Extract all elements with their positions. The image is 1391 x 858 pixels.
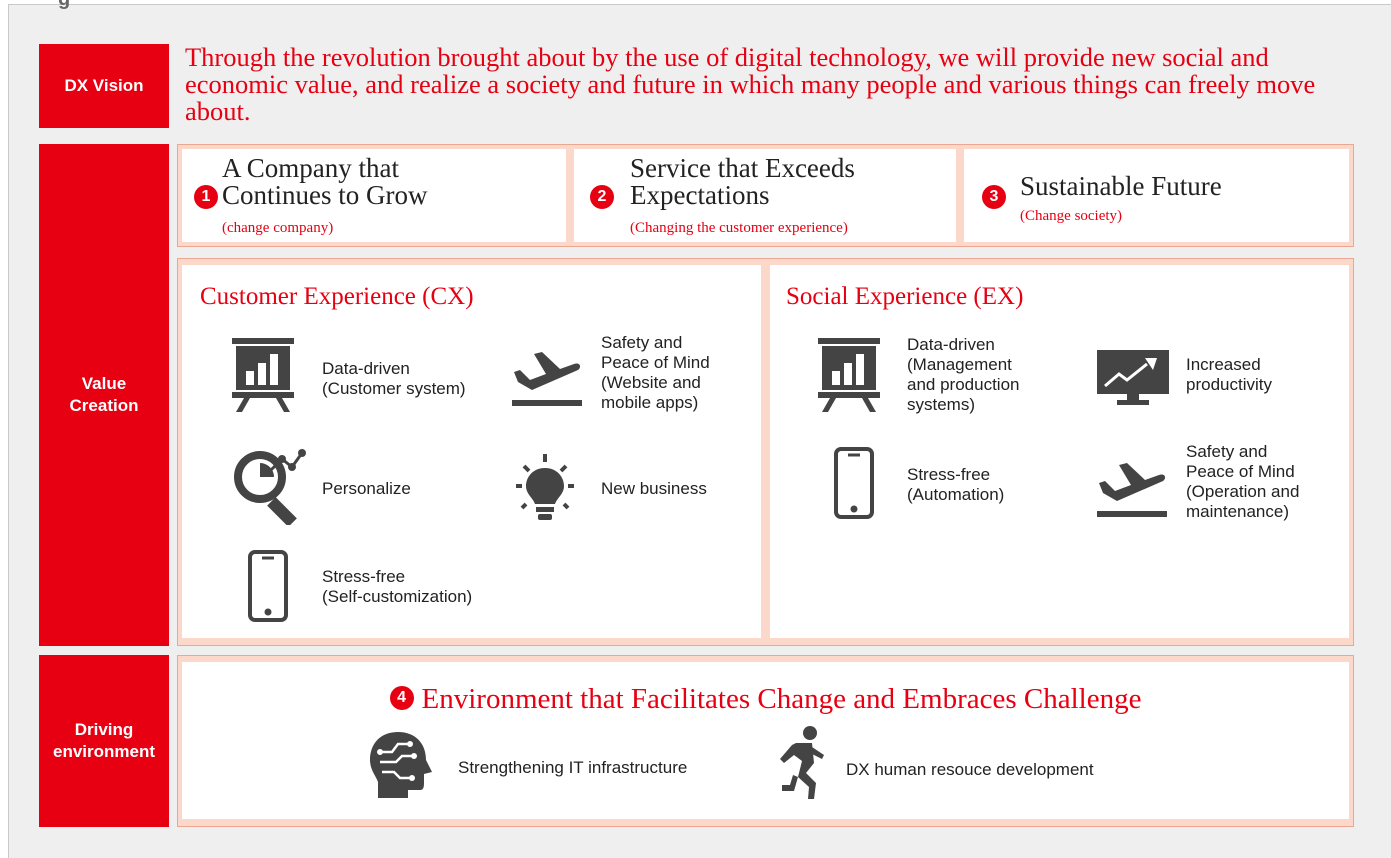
cx-item-label: New business (601, 479, 707, 498)
value-creation-label: Value Creation (39, 144, 169, 646)
smartphone-icon (248, 550, 288, 622)
presentation-chart-icon (818, 338, 880, 412)
cropped-heading: g (58, 0, 70, 11)
cx-item-label: Stress-free (Self-customization) (322, 567, 473, 606)
goal-title: Sustainable Future (1020, 171, 1222, 201)
presentation-chart-icon (232, 338, 294, 412)
airplane-takeoff-icon (512, 352, 582, 406)
ex-card: Social Experience (EX) Data-driven (Mana… (770, 265, 1349, 638)
goal-number-badge: 1 (194, 185, 218, 209)
environment-title: 4 Environment that Facilitates Change and… (177, 683, 1354, 716)
smartphone-icon (834, 447, 874, 519)
cx-item-label: Data-driven (Customer system) (322, 359, 466, 398)
dx-vision-label: DX Vision (39, 44, 169, 128)
goal-card-2: Service that Exceeds Expectations 2 (Cha… (574, 149, 956, 242)
monitor-trend-icon (1097, 350, 1169, 405)
goal-card-3: Sustainable Future 3 (Change society) (964, 149, 1349, 242)
goal-subtitle: (change company) (222, 220, 334, 236)
goal-number-badge: 3 (982, 185, 1006, 209)
ex-item-label: Data-driven (Management and production s… (907, 335, 1020, 414)
goal-number-badge: 2 (590, 185, 614, 209)
vision-statement: Through the revolution brought about by … (185, 42, 1316, 126)
environment-item-label: DX human resouce development (846, 760, 1094, 779)
environment-card (182, 662, 1349, 819)
environment-number-badge: 4 (389, 686, 414, 711)
cx-card: Customer Experience (CX) Data-driven (Cu… (182, 265, 761, 638)
airplane-takeoff-icon (1097, 463, 1167, 517)
cx-title: Customer Experience (CX) (200, 283, 474, 310)
goal-title: Service that Exceeds Expectations (630, 153, 855, 210)
goal-subtitle: (Change society) (1020, 208, 1123, 224)
magnifier-analytics-icon (234, 449, 306, 525)
lightbulb-icon (516, 454, 574, 520)
cx-item-label: Personalize (322, 479, 411, 498)
driving-environment-label: Driving environment (39, 655, 169, 827)
cx-item-label: Safety and Peace of Mind (Website and mo… (601, 333, 710, 412)
ai-head-icon (370, 732, 432, 798)
environment-item-label: Strengthening IT infrastructure (458, 758, 688, 777)
environment-title-text: Environment that Facilitates Change and … (421, 683, 1142, 715)
goal-card-1: A Company that Continues to Grow 1 (chan… (182, 149, 566, 242)
ex-title: Social Experience (EX) (786, 283, 1024, 310)
ex-item-label: Safety and Peace of Mind (Operation and … (1186, 442, 1300, 521)
goal-title: A Company that Continues to Grow (222, 153, 428, 210)
runner-icon (780, 726, 824, 799)
ex-item-label: Increased productivity (1186, 355, 1272, 394)
goal-subtitle: (Changing the customer experience) (630, 220, 848, 236)
ex-item-label: Stress-free (Automation) (907, 465, 1005, 504)
